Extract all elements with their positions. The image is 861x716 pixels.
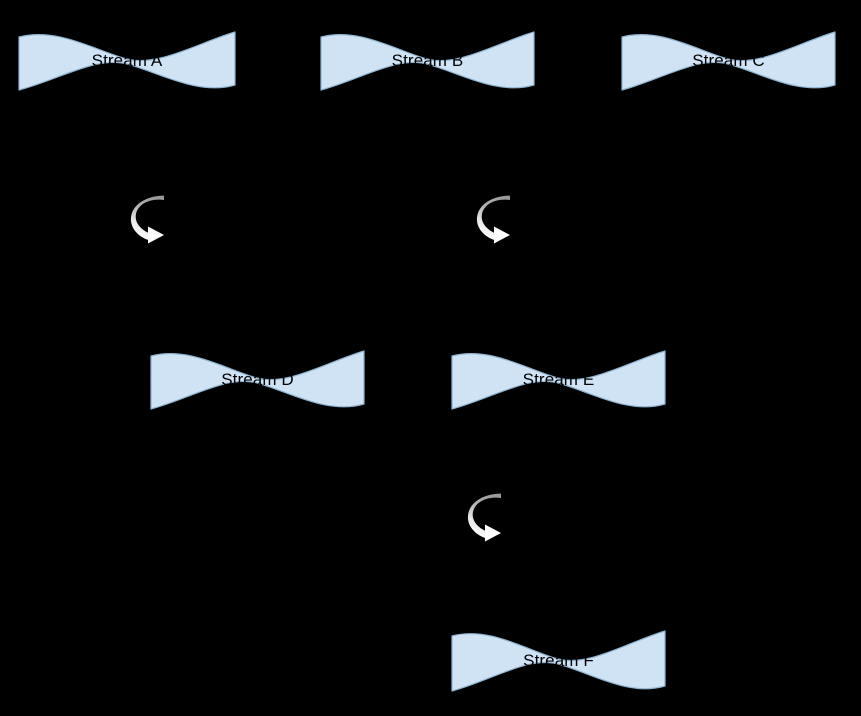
curved-rotate-arrow-icon — [476, 195, 521, 250]
curved-rotate-arrow-icon — [130, 195, 175, 250]
stream-banner-e[interactable]: Stream E — [451, 348, 666, 412]
curved-rotate-arrow-icon — [467, 493, 512, 548]
stream-banner-c[interactable]: Stream C — [621, 29, 836, 93]
stream-banner-f[interactable]: Stream F — [451, 628, 666, 694]
stream-banner-a[interactable]: Stream A — [18, 29, 236, 93]
stream-banner-b[interactable]: Stream B — [320, 29, 535, 93]
stream-banner-d[interactable]: Stream D — [150, 348, 365, 412]
